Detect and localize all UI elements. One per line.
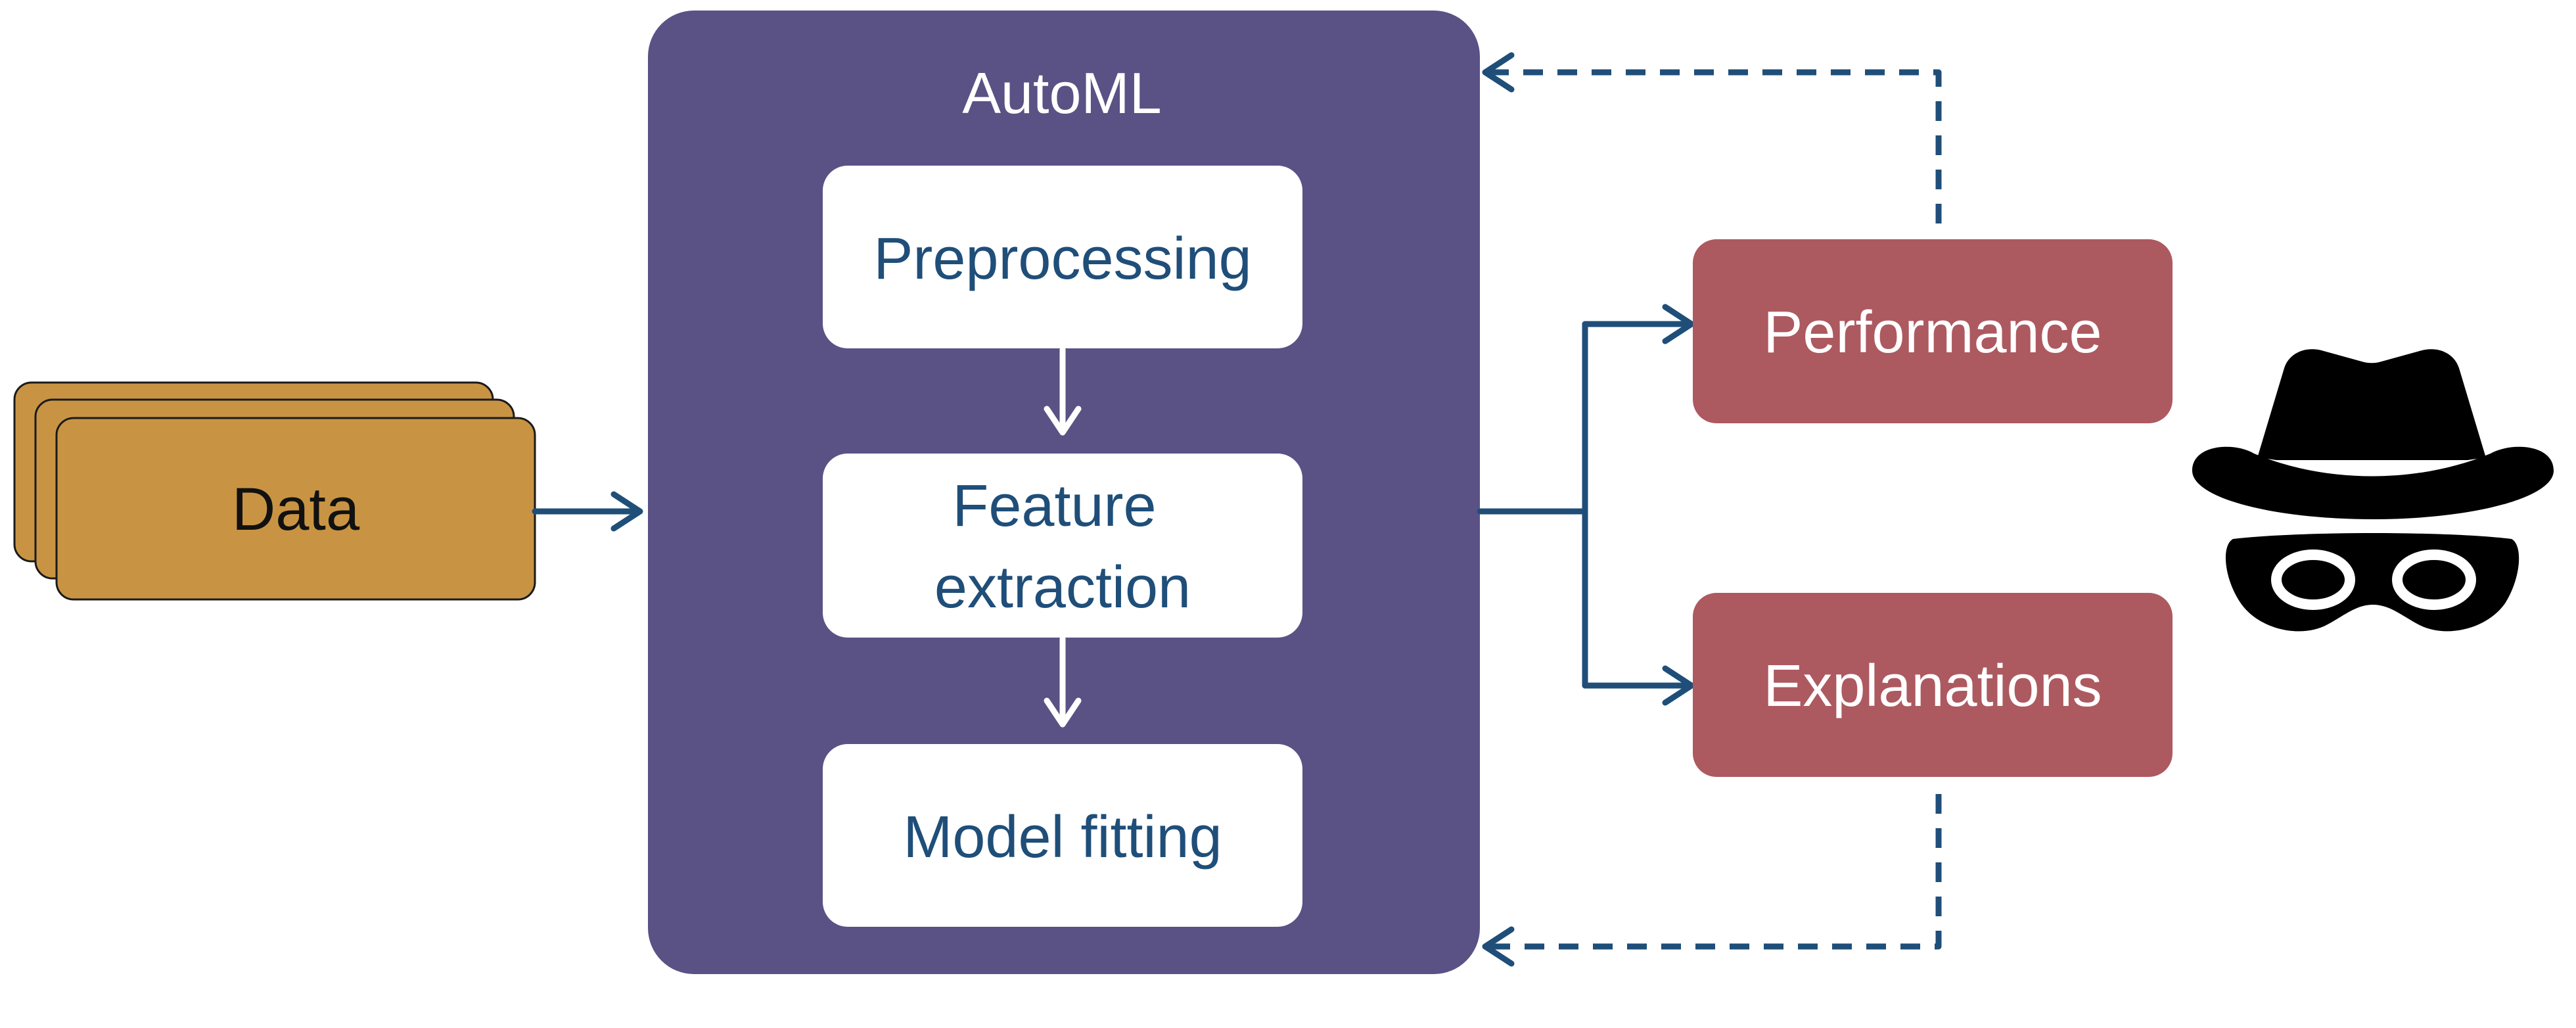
hat-crown (2257, 349, 2487, 460)
arrow-preprocessing-to-feature (1044, 346, 1082, 436)
step-model-fitting (823, 744, 1302, 927)
performance-box (1693, 239, 2173, 423)
step-feature-extraction (823, 454, 1302, 638)
spy-incognito-icon (2192, 349, 2554, 632)
output-performance: Performance (1693, 239, 2173, 423)
automl-container: AutoML Preprocessing Feature extraction … (648, 11, 1480, 974)
feedback-explanations-to-automl (1482, 794, 1942, 967)
branch-connector (1477, 304, 1695, 706)
explanations-label: Explanations (1763, 653, 2102, 719)
step-model-fitting-label: Model fitting (903, 805, 1222, 870)
arrow-data-to-automl (532, 491, 643, 532)
data-node: Data (13, 381, 536, 601)
output-explanations: Explanations (1693, 593, 2173, 777)
mask-eye-right (2392, 549, 2476, 610)
step-preprocessing (823, 166, 1302, 348)
data-label: Data (232, 476, 360, 543)
step-feature-extraction-line-2: extraction (934, 555, 1191, 620)
arrow-feature-to-model (1044, 636, 1082, 728)
performance-label: Performance (1763, 300, 2102, 365)
step-feature-extraction-line-1: Feature (952, 473, 1156, 539)
mask-eye-left (2271, 549, 2355, 610)
step-preprocessing-label: Preprocessing (873, 226, 1251, 292)
step-feature-extraction-label: Feature extraction (934, 473, 1191, 620)
feedback-performance-to-automl (1482, 52, 1942, 223)
explanations-box (1693, 593, 2173, 777)
hat-brim (2192, 446, 2554, 519)
automl-title: AutoML (962, 60, 1161, 126)
